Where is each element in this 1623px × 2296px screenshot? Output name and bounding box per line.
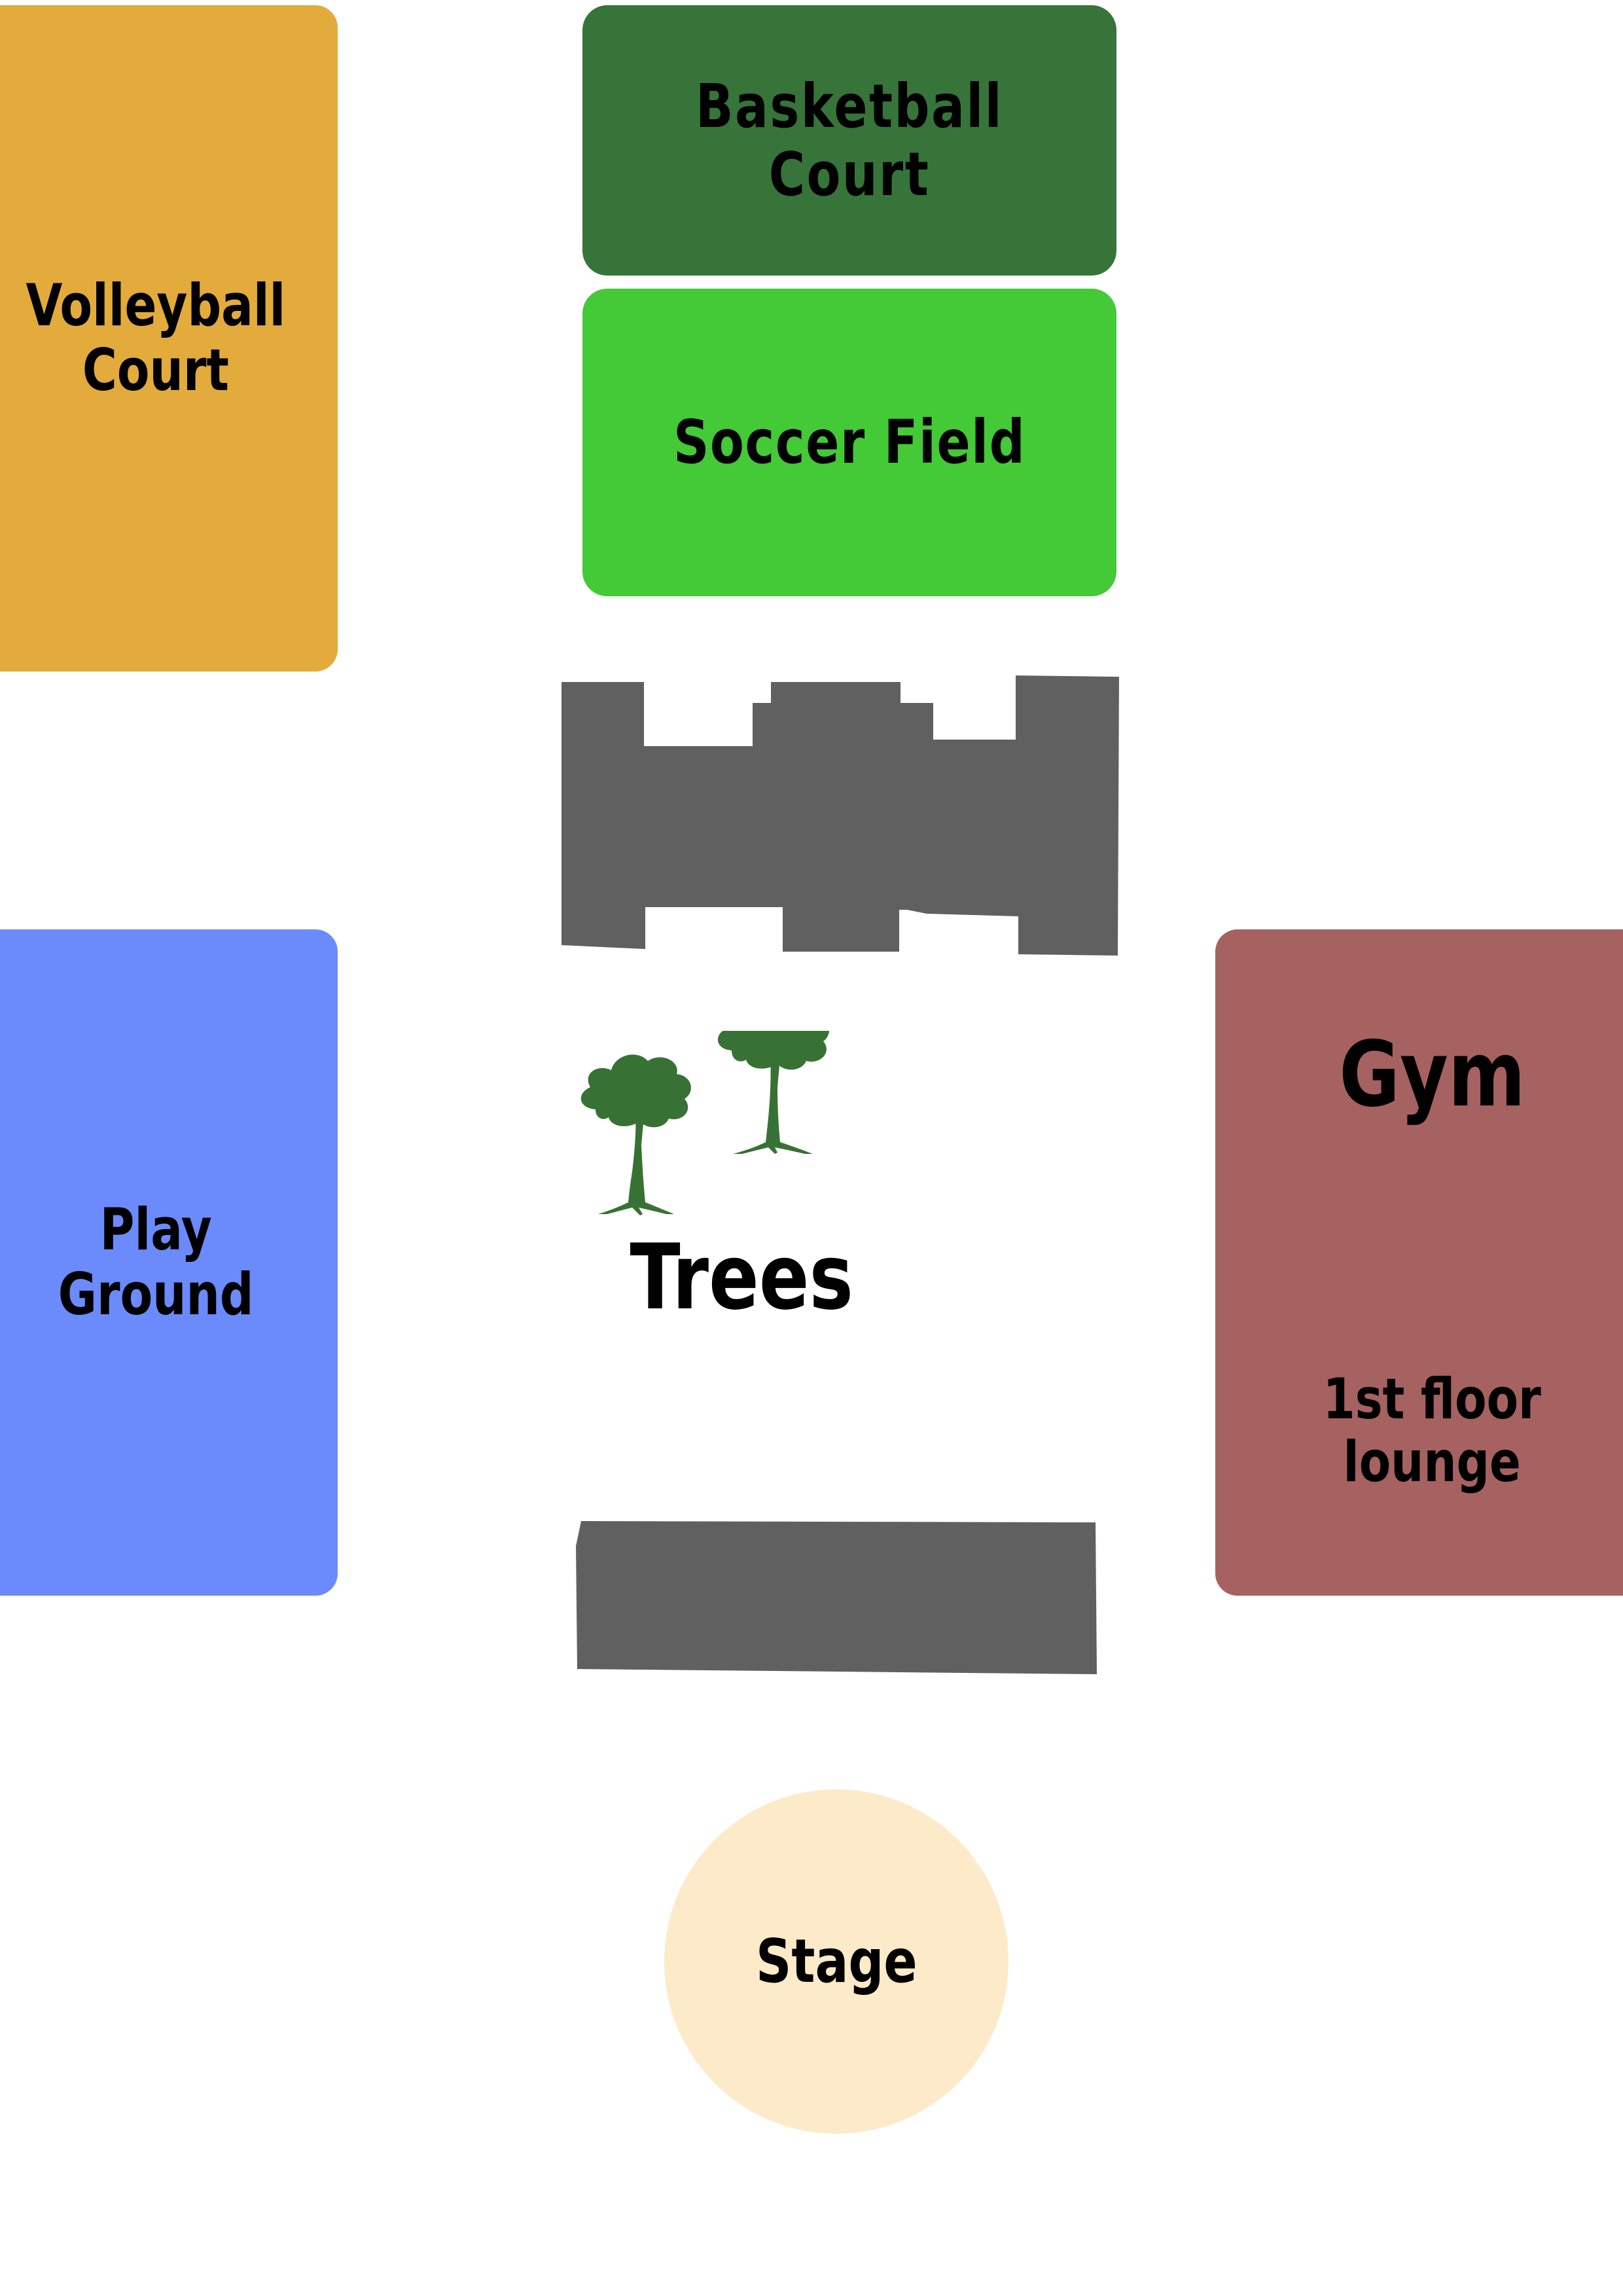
secondary-building[interactable] bbox=[575, 1520, 1098, 1677]
play-ground-zone[interactable]: Play Ground bbox=[0, 929, 338, 1596]
volleyball-court-zone[interactable]: Volleyball Court bbox=[0, 5, 338, 672]
main-building[interactable] bbox=[560, 674, 1123, 962]
trees-label: Trees bbox=[630, 1225, 853, 1330]
gym-label: Gym bbox=[1339, 1022, 1525, 1127]
gym-label-wrap: Gym bbox=[1215, 1024, 1623, 1126]
stage-label: Stage bbox=[755, 1926, 918, 1997]
tree-icon bbox=[580, 1031, 829, 1215]
volleyball-court-label: Volleyball Court bbox=[26, 272, 286, 404]
soccer-field-zone[interactable]: Soccer Field bbox=[582, 289, 1116, 596]
basketball-court-zone[interactable]: Basketball Court bbox=[582, 5, 1116, 276]
lounge-label-wrap: 1st floor lounge bbox=[1215, 1368, 1623, 1494]
basketball-court-label: Basketball Court bbox=[696, 71, 1003, 209]
first-floor-lounge-label: 1st floor lounge bbox=[1323, 1367, 1542, 1496]
play-ground-label: Play Ground bbox=[58, 1196, 254, 1328]
soccer-field-label: Soccer Field bbox=[673, 407, 1026, 478]
stage-zone[interactable]: Stage bbox=[664, 1789, 1008, 2134]
trees-area[interactable]: Trees bbox=[605, 1227, 878, 1329]
gym-zone[interactable]: Gym 1st floor lounge bbox=[1215, 929, 1623, 1596]
